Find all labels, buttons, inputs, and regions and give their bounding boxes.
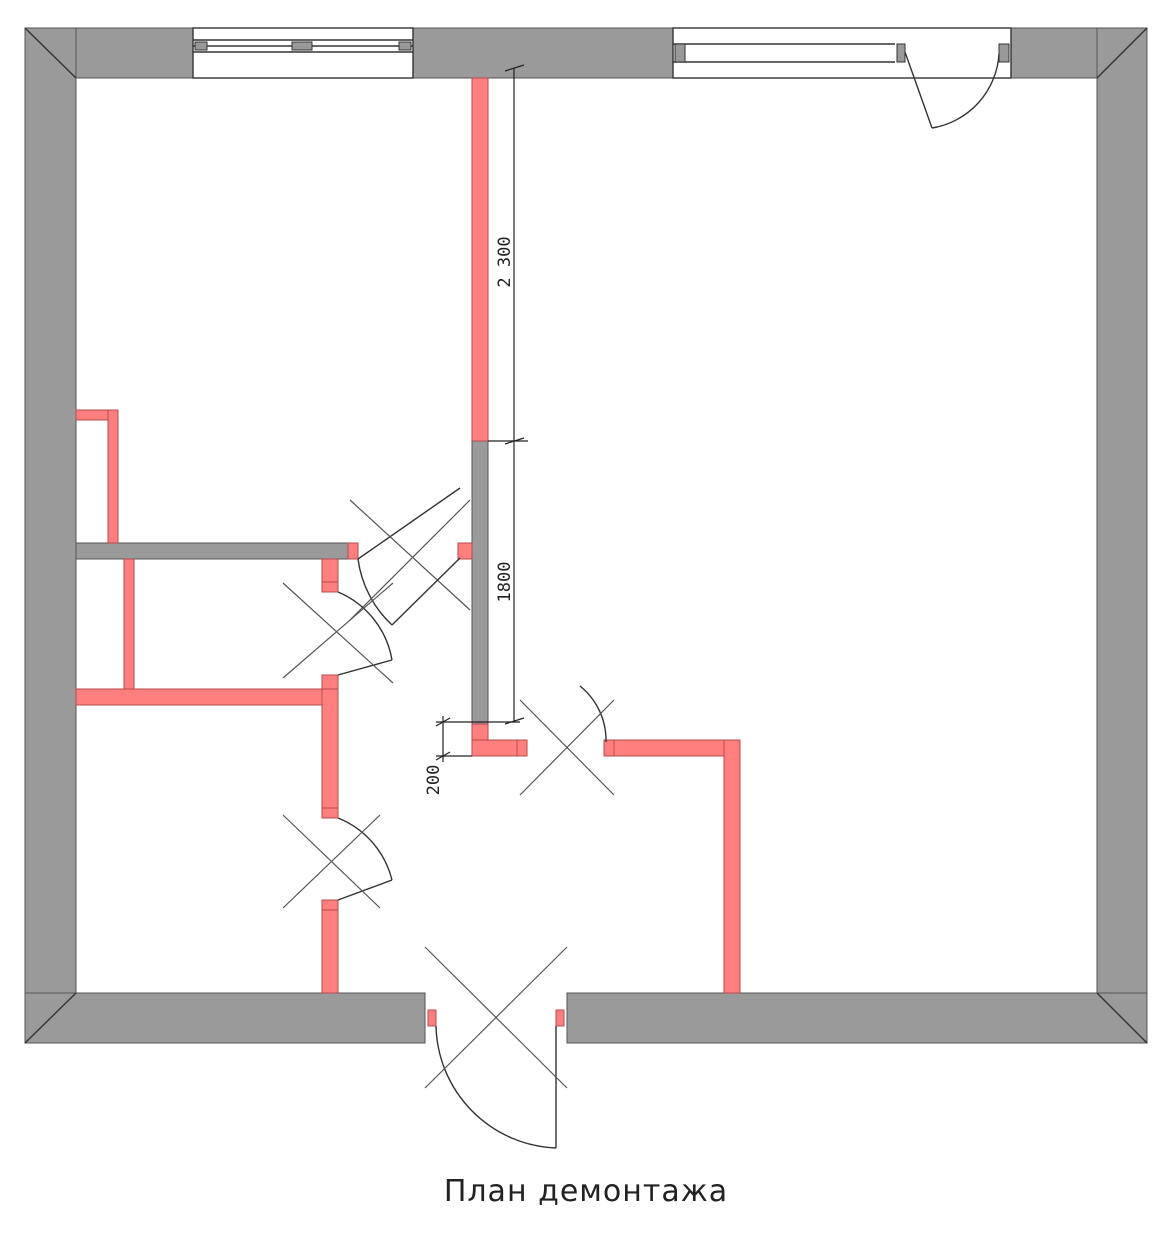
door-kitchen — [519, 685, 615, 796]
demo-wall-closet-side — [107, 409, 119, 544]
demo-wall-stub-foot — [471, 739, 518, 757]
door-entrance — [424, 946, 568, 1149]
demo-wall-bath-horizontal — [75, 688, 339, 706]
drawing-caption: План демонтажа — [443, 1174, 729, 1209]
window-left — [192, 27, 414, 79]
window-right — [672, 27, 1012, 79]
demo-wall-kitchen-horizontal — [611, 739, 741, 757]
demo-wall-bath-vertical-lower — [321, 909, 339, 994]
door-closet — [282, 582, 394, 684]
demo-wall-bath-stub — [321, 674, 339, 690]
dimension-chain: 2 300 1800 200 — [424, 64, 528, 796]
partition-horizontal-existing — [75, 542, 349, 560]
dimension-upper: 2 300 — [495, 236, 515, 287]
balcony-door-swing — [904, 51, 1000, 129]
demo-wall-kitchen-vertical — [723, 739, 741, 994]
corner-mark-br — [1096, 992, 1148, 1044]
wall-left — [24, 27, 77, 1044]
demo-wall-bath-vertical-upper — [321, 688, 339, 815]
wall-bottom-right — [566, 992, 1148, 1044]
demo-wall-closet-lower — [123, 558, 135, 690]
corner-mark-tr — [1096, 27, 1148, 79]
dimension-middle: 1800 — [495, 562, 515, 603]
corner-mark-tl — [24, 27, 77, 79]
demolished-partitions — [75, 77, 741, 1027]
exterior-walls — [24, 27, 1148, 1044]
door-bathroom — [282, 814, 393, 909]
door-hall-upper — [349, 487, 471, 626]
wall-top-middle — [412, 27, 674, 79]
existing-partitions — [75, 440, 489, 725]
demo-wall-vertical-top — [471, 77, 489, 442]
wall-right — [1096, 27, 1148, 1044]
corner-mark-bl — [24, 992, 77, 1044]
partition-vertical-existing — [471, 440, 489, 725]
dimension-lower: 200 — [424, 765, 444, 796]
wall-bottom-left — [24, 992, 426, 1044]
